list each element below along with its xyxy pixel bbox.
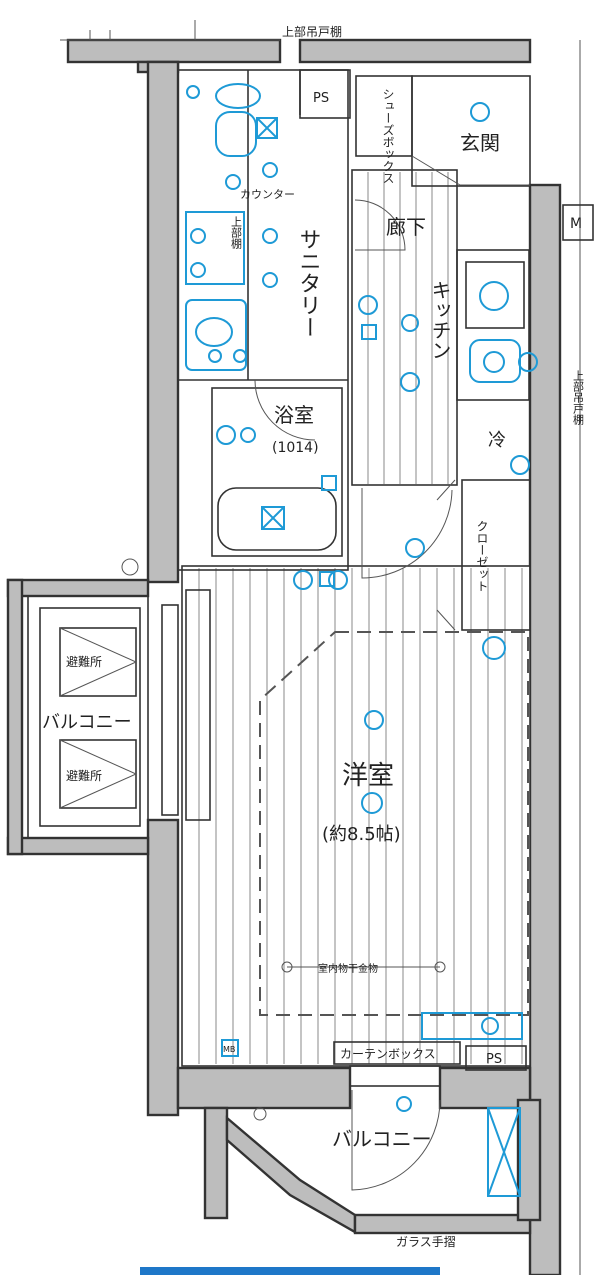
label-bath: 浴室 (274, 403, 314, 427)
evac-hatch-marks (59, 627, 138, 809)
top-wall-details (60, 20, 280, 41)
label-sanitary: サニタリー (296, 228, 321, 338)
interior-walls (27, 69, 594, 1087)
label-m-mark: M (570, 216, 582, 232)
label-bath-size: (1014) (272, 440, 319, 456)
label-counter: カウンター (240, 188, 295, 201)
floor-boards (198, 568, 523, 1064)
label-mb: MB (223, 1045, 235, 1054)
label-upper-shelf: 上部棚 (230, 216, 243, 250)
label-curtain-box: カーテンボックス (340, 1047, 436, 1061)
label-balcony-left: バルコニー (42, 712, 132, 733)
label-shoe-box: シューズボックス (381, 88, 395, 184)
label-entrance: 玄関 (460, 131, 500, 155)
label-evac-upper: 避難所 (66, 654, 102, 669)
label-ceiling-storage-right: 上部吊戸棚 (572, 370, 585, 426)
label-western-room: 洋室 (342, 761, 394, 791)
room-dashed-outline (259, 631, 529, 1016)
label-hallway: 廊下 (386, 215, 426, 239)
western-room-floor (181, 565, 531, 1067)
label-closet: クローゼット (475, 520, 489, 592)
labels: 上部吊戸棚 PS シューズボックス 玄関 カウンター サニタリー 上部棚 廊下 … (42, 24, 585, 1249)
label-ps-top: PS (313, 91, 329, 106)
label-kitchen: キッチン (428, 280, 452, 360)
label-balcony-bottom: バルコニー (332, 1127, 432, 1151)
label-ceiling-storage-top: 上部吊戸棚 (282, 24, 342, 39)
bottom-accent-bar (140, 1267, 440, 1275)
label-glass-railing: ガラス手摺 (396, 1234, 456, 1249)
label-evac-lower: 避難所 (66, 768, 102, 783)
fixtures (121, 83, 538, 1197)
label-fridge: 冷 (488, 430, 506, 451)
label-ps-bottom: PS (486, 1052, 502, 1067)
label-indoor-dryer: 室内物干金物 (318, 962, 378, 975)
label-room-size: (約8.5帖) (322, 824, 401, 845)
